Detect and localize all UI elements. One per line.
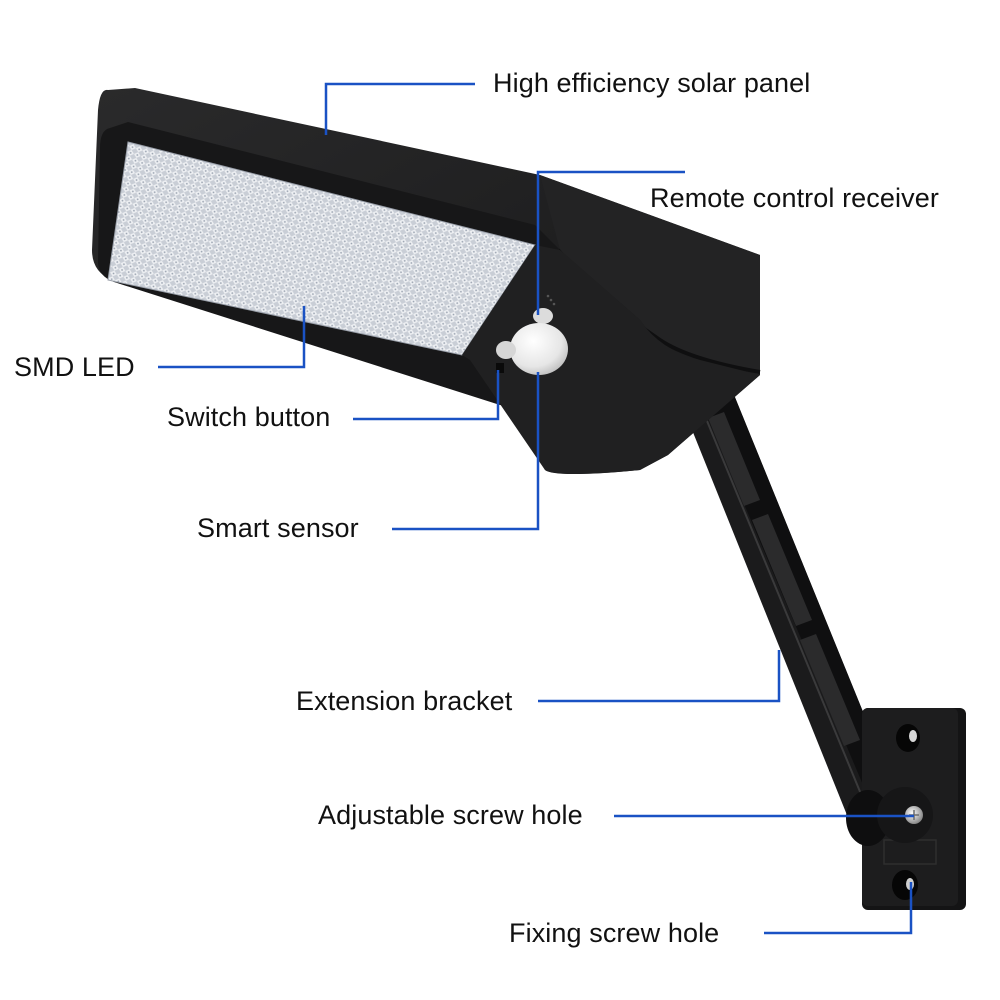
leader-remote-receiver [536, 170, 685, 315]
leader-solar-panel [324, 82, 475, 135]
leader-extension-bracket [538, 650, 781, 703]
extension-bracket-arm [680, 385, 905, 835]
wall-mount-plate [846, 708, 966, 910]
label-solar-panel: High efficiency solar panel [493, 68, 811, 98]
leader-smd-led [158, 306, 306, 369]
label-adjustable-screw-hole: Adjustable screw hole [318, 800, 583, 830]
label-fixing-screw-hole: Fixing screw hole [509, 918, 720, 948]
leader-fixing-screw [764, 882, 913, 935]
leader-smart-sensor [392, 372, 540, 531]
leader-lines [158, 82, 914, 935]
leader-switch-button [353, 370, 500, 421]
label-smd-led: SMD LED [14, 352, 135, 382]
control-area [462, 245, 760, 474]
remote-receiver-window [533, 308, 553, 324]
label-remote-receiver: Remote control receiver [650, 183, 939, 213]
label-extension-bracket: Extension bracket [296, 686, 513, 716]
label-smart-sensor: Smart sensor [197, 513, 359, 543]
label-switch-button: Switch button [167, 402, 331, 432]
pir-sensor-dome [510, 323, 568, 375]
switch-button-cap [496, 341, 516, 359]
